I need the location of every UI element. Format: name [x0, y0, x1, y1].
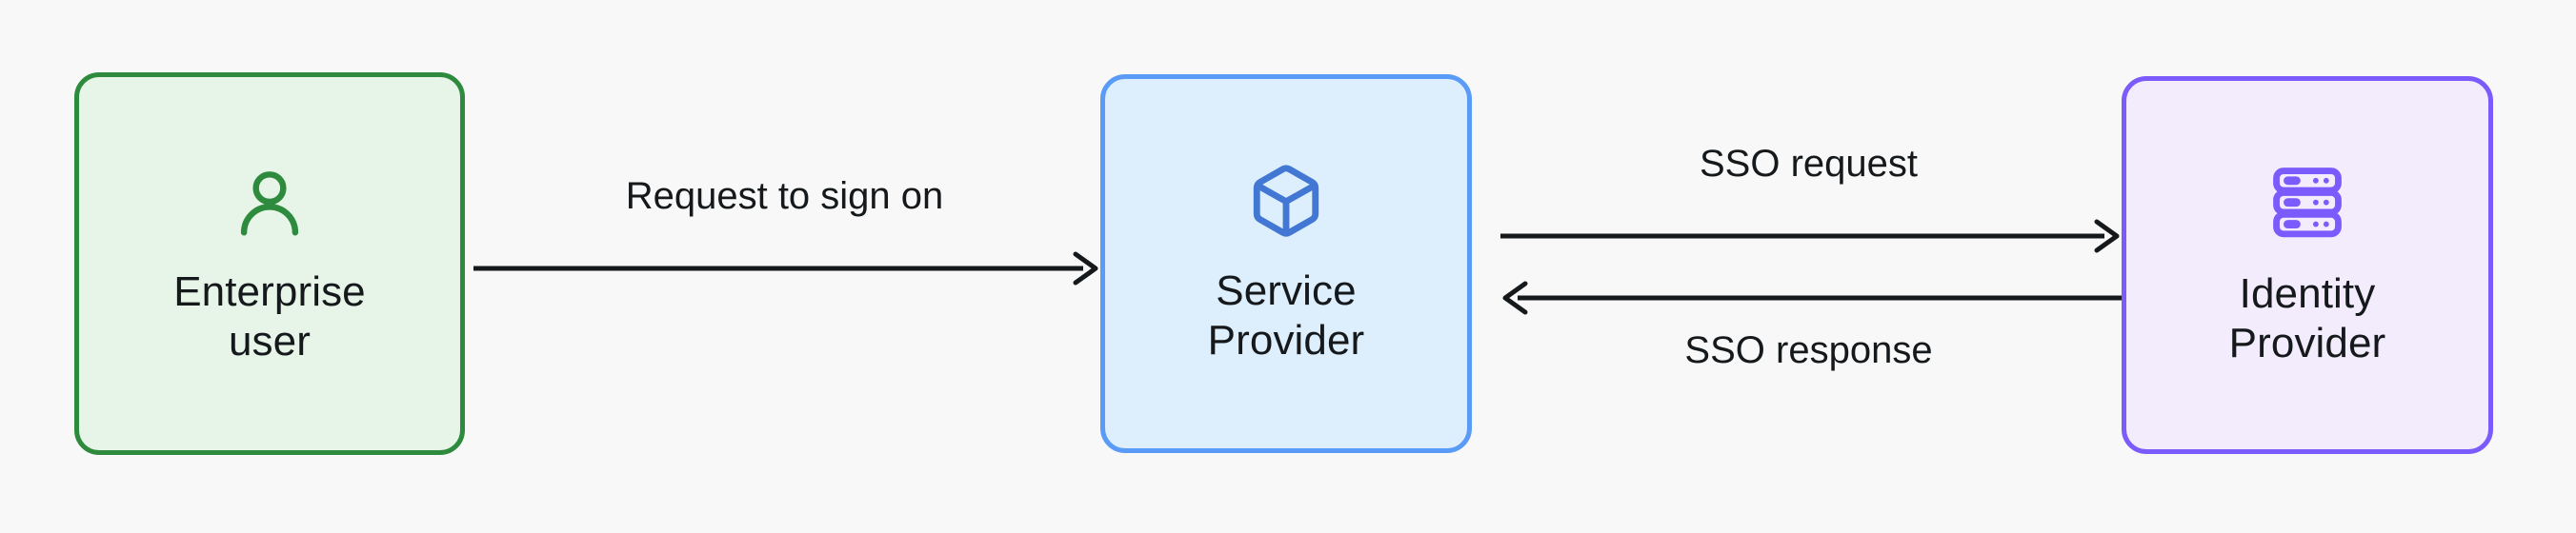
- node-service-provider[interactable]: Service Provider: [1100, 74, 1472, 453]
- node-enterprise-user-label: Enterprise user: [173, 268, 366, 365]
- node-identity-provider[interactable]: Identity Provider: [2122, 76, 2493, 454]
- edge-label-sso-response: SSO response: [1684, 329, 1933, 371]
- cube-icon: [1247, 162, 1325, 240]
- node-service-provider-label: Service Provider: [1207, 267, 1365, 364]
- server-icon: [2268, 163, 2346, 241]
- edge-label-sso-request: SSO request: [1699, 143, 1918, 185]
- edge-label-request-to-sign-on: Request to sign on: [625, 175, 944, 217]
- edge-arrow-request-to-sign-on: [473, 251, 1100, 286]
- node-identity-provider-label: Identity Provider: [2228, 269, 2386, 366]
- edge-arrow-sso-response: [1500, 281, 2122, 315]
- node-enterprise-user[interactable]: Enterprise user: [74, 72, 465, 455]
- user-icon: [229, 161, 311, 243]
- edge-arrow-sso-request: [1500, 219, 2122, 253]
